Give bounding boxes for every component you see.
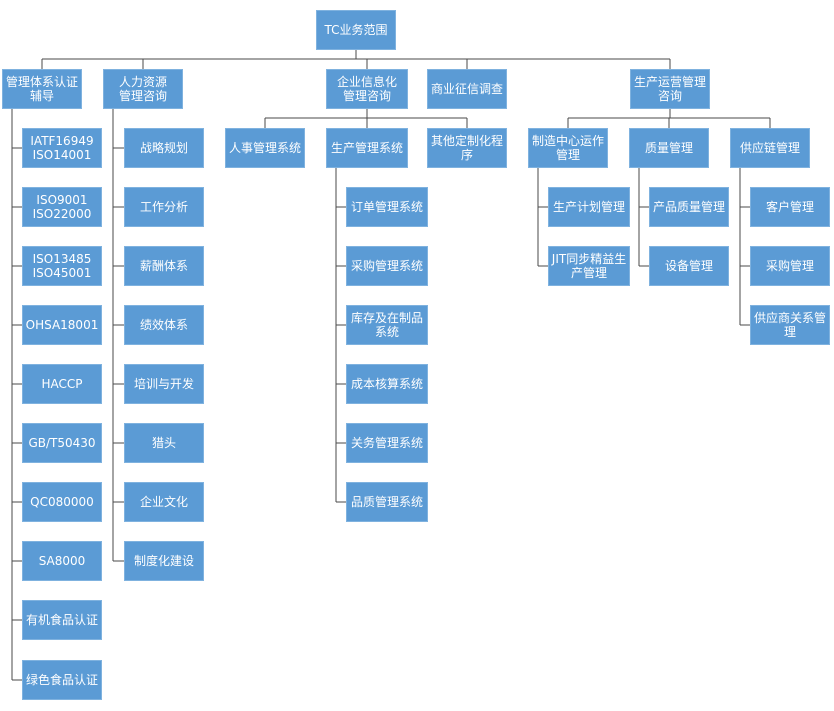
production-system-item: 采购管理系统 [346, 246, 428, 286]
cert-item: ISO9001 ISO22000 [22, 187, 102, 227]
cert-item: OHSA18001 [22, 305, 102, 345]
cert-item: ISO13485 ISO45001 [22, 246, 102, 286]
supply-chain-item: 客户管理 [750, 187, 830, 227]
ops-quality-management: 质量管理 [629, 128, 709, 168]
production-system-item: 关务管理系统 [346, 423, 428, 463]
hr-item: 制度化建设 [124, 541, 204, 581]
root-node: TC业务范围 [316, 10, 396, 50]
production-system-item: 成本核算系统 [346, 364, 428, 404]
cert-item: IATF16949 ISO14001 [22, 128, 102, 168]
branch-credit-investigation: 商业征信调查 [427, 69, 507, 109]
quality-item: 产品质量管理 [649, 187, 729, 227]
ops-manufacturing-center: 制造中心运作 管理 [528, 128, 608, 168]
it-custom-programs: 其他定制化程 序 [427, 128, 507, 168]
branch-operations-consulting: 生产运营管理 咨询 [630, 69, 710, 109]
branch-hr-consulting: 人力资源 管理咨询 [103, 69, 183, 109]
it-hr-system: 人事管理系统 [225, 128, 305, 168]
supply-chain-item: 采购管理 [750, 246, 830, 286]
cert-item: 有机食品认证 [22, 600, 102, 640]
hr-item: 工作分析 [124, 187, 204, 227]
supply-chain-item: 供应商关系管 理 [750, 305, 830, 345]
it-production-system: 生产管理系统 [326, 128, 408, 168]
ops-supply-chain: 供应链管理 [730, 128, 810, 168]
production-system-item: 订单管理系统 [346, 187, 428, 227]
quality-item: 设备管理 [649, 246, 729, 286]
cert-item: SA8000 [22, 541, 102, 581]
production-system-item: 库存及在制品 系统 [346, 305, 428, 345]
hr-item: 薪酬体系 [124, 246, 204, 286]
cert-item: 绿色食品认证 [22, 660, 102, 700]
production-system-item: 品质管理系统 [346, 482, 428, 522]
manufacturing-item: 生产计划管理 [548, 187, 630, 227]
hr-item: 猎头 [124, 423, 204, 463]
branch-it-consulting: 企业信息化 管理咨询 [326, 69, 408, 109]
cert-item: QC080000 [22, 482, 102, 522]
hr-item: 战略规划 [124, 128, 204, 168]
manufacturing-item: JIT同步精益生 产管理 [548, 246, 630, 286]
hr-item: 绩效体系 [124, 305, 204, 345]
branch-management-system-certification: 管理体系认证 辅导 [2, 69, 82, 109]
hr-item: 培训与开发 [124, 364, 204, 404]
cert-item: HACCP [22, 364, 102, 404]
hr-item: 企业文化 [124, 482, 204, 522]
cert-item: GB/T50430 [22, 423, 102, 463]
